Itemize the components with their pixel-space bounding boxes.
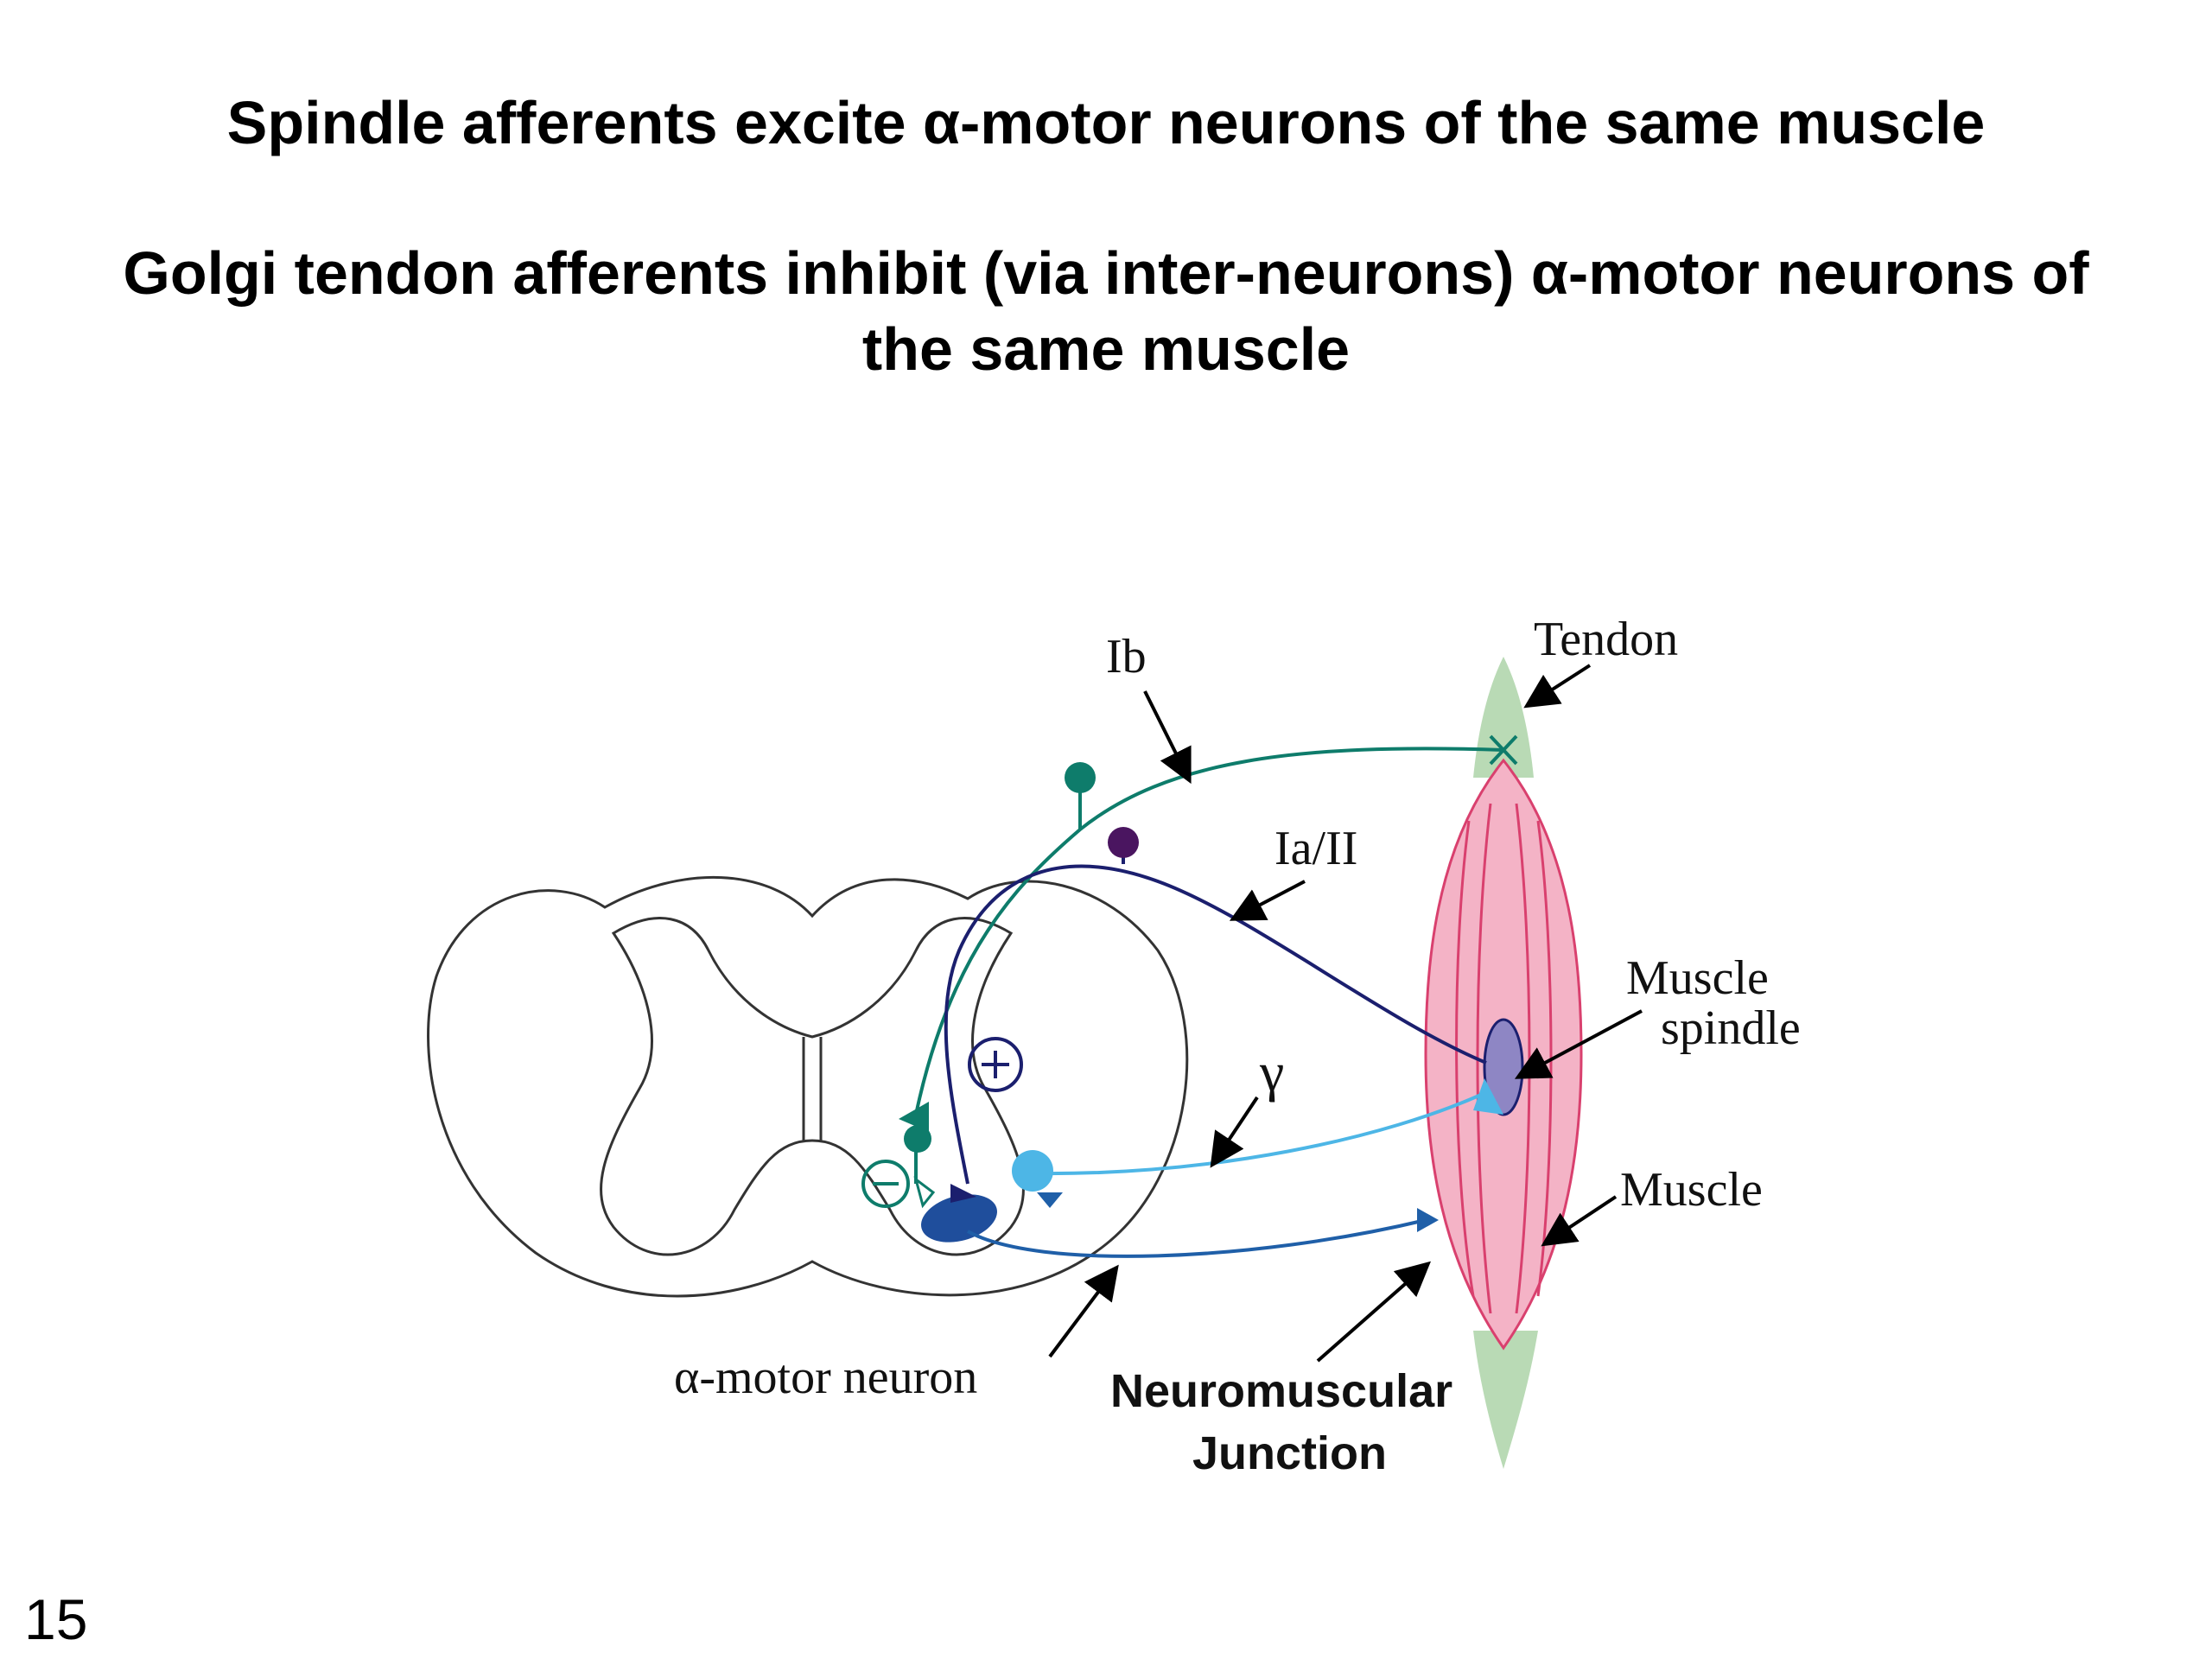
label-muscle: Muscle xyxy=(1620,1163,1763,1217)
alpha-terminal-ia xyxy=(950,1184,976,1203)
grey-matter xyxy=(600,917,1025,1256)
excitatory-sign xyxy=(968,1037,1023,1092)
nmj-terminal xyxy=(1417,1208,1439,1232)
alpha-terminal-inter xyxy=(913,1176,936,1209)
label-alpha-motor-neuron: α-motor neuron xyxy=(674,1351,977,1404)
gamma-terminal xyxy=(1473,1078,1503,1115)
label-gamma: γ xyxy=(1259,1041,1284,1103)
ia-fiber xyxy=(944,851,1487,1185)
interneuron xyxy=(904,1125,931,1153)
muscle xyxy=(1424,657,1583,1469)
slide-number: 15 xyxy=(24,1587,88,1651)
gamma-spindle-synapse xyxy=(1037,1192,1063,1208)
label-muscle-spindle-1: Muscle xyxy=(1626,951,1769,1005)
label-ia-ii: Ia/II xyxy=(1274,822,1357,875)
ia-cell-body xyxy=(1108,827,1139,858)
tendon-bottom xyxy=(1473,1331,1538,1469)
alpha-motor-axon xyxy=(967,1218,1427,1258)
inhibitory-sign xyxy=(861,1160,910,1208)
label-muscle-spindle-2: spindle xyxy=(1661,1001,1801,1055)
label-nmj-2: Junction xyxy=(1192,1427,1387,1479)
label-tendon: Tendon xyxy=(1534,613,1678,666)
central-canal-lines xyxy=(802,1037,823,1141)
ib-terminal xyxy=(899,1102,929,1132)
tendon-top xyxy=(1473,657,1534,778)
spinal-cord xyxy=(427,875,1189,1298)
alpha-motor-neuron xyxy=(921,1194,997,1243)
gamma-motor-neuron xyxy=(1012,1150,1053,1192)
tendon-receptor xyxy=(1489,734,1518,766)
label-nmj-1: Neuromuscular xyxy=(1110,1365,1452,1417)
label-ib: Ib xyxy=(1106,630,1147,683)
ib-cell-body xyxy=(1065,762,1096,793)
heading-line-1: Spindle afferents excite α-motor neurons… xyxy=(226,89,1986,156)
spinal-cord-outline xyxy=(427,875,1189,1298)
pointer-arrows xyxy=(1048,664,1643,1363)
gamma-fiber xyxy=(1036,1089,1491,1176)
heading-line-2: Golgi tendon afferents inhibit (via inte… xyxy=(123,239,2089,383)
